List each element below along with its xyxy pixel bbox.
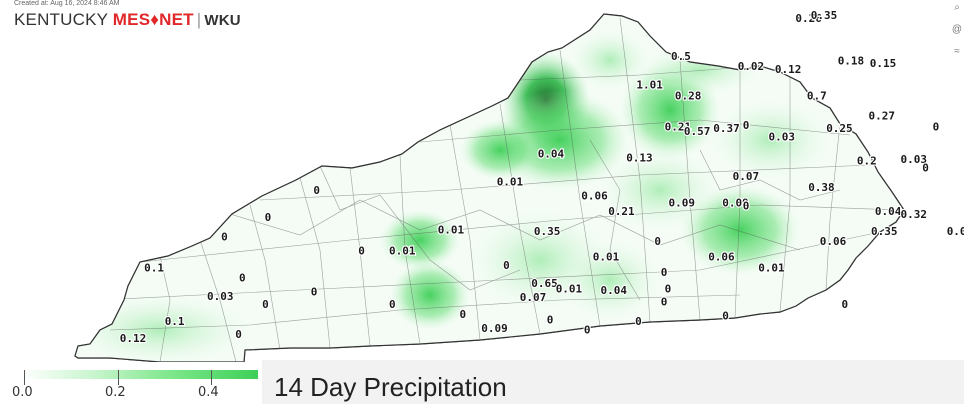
station-value-label: 0.09 bbox=[669, 197, 696, 210]
station-value-label: 0 bbox=[503, 259, 510, 272]
station-value-label: 0.03 bbox=[207, 290, 234, 303]
station-value-label: 0.09 bbox=[481, 322, 508, 335]
search-icon[interactable]: ⌕ bbox=[954, 2, 960, 13]
station-value-label: 0 bbox=[635, 315, 642, 328]
station-value-label: 0.25 bbox=[826, 122, 853, 135]
station-value-label: 0 bbox=[722, 310, 729, 323]
station-value-label: 0.35 bbox=[871, 225, 898, 238]
station-value-label: 0.37 bbox=[713, 122, 740, 135]
station-value-label: 0 bbox=[547, 314, 554, 327]
brand-separator: | bbox=[196, 10, 202, 29]
station-value-label: 0.03 bbox=[901, 153, 928, 166]
legend-tick-label: 0.0 bbox=[12, 385, 33, 400]
station-value-label: 0.01 bbox=[593, 250, 620, 263]
station-value-label: 0.35 bbox=[534, 225, 561, 238]
station-value-label: 0.12 bbox=[120, 332, 147, 345]
station-value-label: 0 bbox=[665, 283, 672, 296]
station-value-label: 0 bbox=[313, 184, 320, 197]
station-value-label: 0.01 bbox=[497, 176, 524, 189]
station-value-label: 0.35 bbox=[811, 9, 838, 22]
map-title: 14 Day Precipitation bbox=[274, 372, 507, 402]
station-value-label: 0.01 bbox=[556, 283, 583, 296]
station-value-label: 0.06 bbox=[820, 235, 847, 248]
station-value-label: 0.02 bbox=[738, 60, 765, 73]
title-panel: 14 Day Precipitation bbox=[262, 360, 964, 404]
legend-tick-label: 0.2 bbox=[105, 385, 126, 400]
station-value-label: 0.13 bbox=[626, 152, 653, 165]
station-value-label: 0.06 bbox=[708, 250, 735, 263]
station-value-label: 0.09 bbox=[722, 197, 749, 210]
station-value-label: 0 bbox=[221, 231, 228, 244]
station-value-label: 0 bbox=[661, 266, 668, 279]
station-value-label: 0.01 bbox=[389, 245, 416, 258]
station-value-label: 0.07 bbox=[733, 170, 760, 183]
station-value-label: 0.2 bbox=[857, 154, 877, 167]
station-value-label: 0.01 bbox=[438, 224, 465, 237]
station-value-label: 0.38 bbox=[808, 181, 835, 194]
brand-wku: WKU bbox=[204, 12, 241, 29]
legend-tick bbox=[118, 370, 119, 385]
station-value-label: 0.07 bbox=[520, 291, 547, 304]
station-value-label: 0.04 bbox=[538, 147, 565, 160]
station-value-label: 0 bbox=[922, 162, 929, 175]
station-value-label: 0 bbox=[654, 235, 661, 248]
station-value-label: 0 bbox=[460, 308, 467, 321]
brand-kentucky: KENTUCKY bbox=[14, 10, 113, 29]
station-value-label: 0.65 bbox=[531, 277, 558, 290]
color-legend: 0.0 0.2 0.4 bbox=[0, 362, 262, 404]
layers-icon[interactable]: ≈ bbox=[954, 46, 960, 57]
station-value-label: 0.28 bbox=[675, 90, 702, 103]
station-value-label: 0.15 bbox=[870, 57, 897, 70]
brand-logo: KENTUCKY MES♦NET|WKU bbox=[14, 10, 241, 30]
station-value-label: 0 bbox=[389, 298, 396, 311]
legend-tick-label: 0.4 bbox=[198, 385, 219, 400]
station-value-label: 0.21 bbox=[608, 205, 635, 218]
station-value-label: 0.04 bbox=[601, 284, 628, 297]
station-value-label: 0.57 bbox=[684, 125, 711, 138]
station-value-label: 0 bbox=[262, 298, 269, 311]
station-value-label: 0.21 bbox=[665, 121, 692, 134]
legend-tick bbox=[24, 370, 25, 385]
station-value-label: 0 bbox=[584, 324, 591, 337]
station-value-label: 0 bbox=[933, 121, 940, 134]
station-value-label: 0.32 bbox=[901, 208, 928, 221]
brand-mesonet: MES♦NET bbox=[112, 10, 194, 29]
location-icon[interactable]: @ bbox=[951, 24, 963, 35]
station-value-label: 0.04 bbox=[875, 205, 902, 218]
station-value-label: 0.1 bbox=[165, 315, 185, 328]
station-value-label: 0 bbox=[358, 245, 365, 258]
station-value-label: 0.01 bbox=[758, 262, 785, 275]
county-boundaries bbox=[99, 17, 901, 362]
station-value-label: 0.09 bbox=[947, 225, 964, 238]
created-timestamp: Created at: Aug 16, 2024 8:46 AM bbox=[14, 0, 120, 7]
legend-tick bbox=[211, 370, 212, 385]
station-value-label: 0 bbox=[661, 295, 668, 308]
station-value-label: 0 bbox=[743, 119, 750, 132]
map-toolbar: ⌕ @ ≈ bbox=[950, 2, 964, 68]
station-value-label: 0 bbox=[239, 271, 246, 284]
station-value-label: 0.26 bbox=[795, 12, 822, 25]
station-value-label: 0 bbox=[235, 328, 242, 341]
station-value-label: 0 bbox=[265, 211, 272, 224]
station-value-label: 0.5 bbox=[671, 50, 691, 63]
station-value-label: 0.06 bbox=[581, 190, 608, 203]
station-value-label: 1.01 bbox=[636, 78, 663, 91]
station-value-label: 0.27 bbox=[869, 109, 896, 122]
station-value-label: 0.12 bbox=[775, 63, 802, 76]
station-value-label: 0.1 bbox=[144, 262, 164, 275]
station-value-label: 0.7 bbox=[807, 90, 827, 103]
legend-color-bar bbox=[22, 370, 258, 379]
station-value-label: 0 bbox=[842, 298, 849, 311]
station-value-label: 0.18 bbox=[838, 54, 865, 67]
station-value-label: 0 bbox=[311, 286, 318, 299]
station-value-label: 0.03 bbox=[769, 130, 796, 143]
station-value-label: 0 bbox=[743, 200, 750, 213]
